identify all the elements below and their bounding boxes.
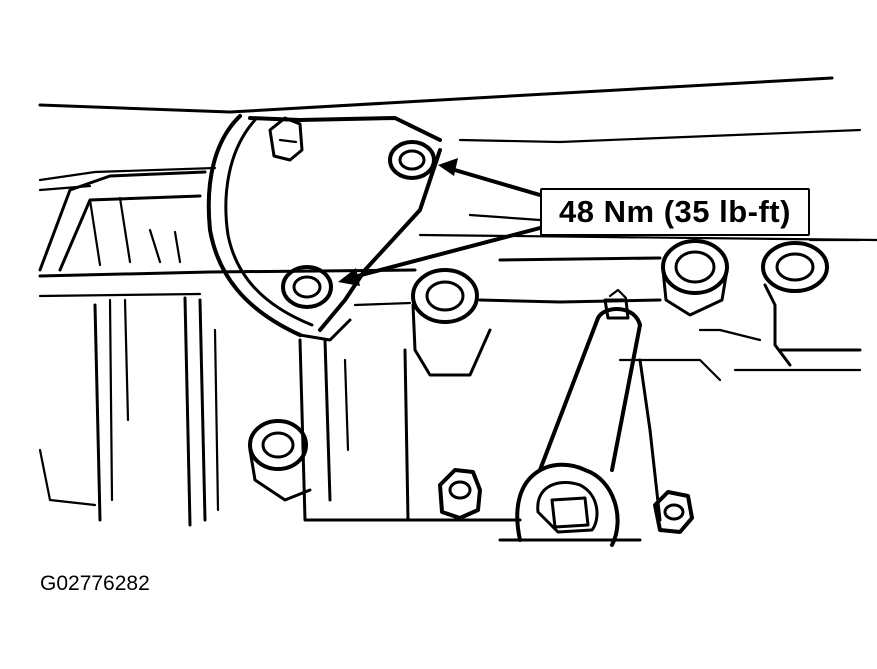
small-hex-bolt: [268, 116, 304, 162]
right-boss-1: [661, 239, 729, 317]
center-boss: [411, 268, 492, 377]
torque-spec-label: 48 Nm (35 lb-ft): [559, 194, 791, 229]
figure-id: G02776282: [40, 572, 150, 595]
left-pocket: [38, 170, 212, 298]
torque-spec-callout: 48 Nm (35 lb-ft): [540, 188, 810, 236]
bracket-plate: [206, 114, 442, 342]
bracket-bolt-lower: [281, 265, 333, 309]
left-lower-boss: [248, 419, 312, 502]
shift-lever: [538, 288, 642, 472]
housing-horizontal-edges: [208, 213, 877, 307]
lower-hex-bolt-right: [653, 490, 694, 534]
lower-hex-bolt-left: [438, 468, 482, 520]
housing-body-lines: [38, 296, 862, 542]
lower-pivot-boss: [515, 462, 620, 547]
bracket-bolt-upper: [388, 140, 436, 180]
housing-top-edge: [38, 76, 862, 192]
right-boss-2: [761, 241, 829, 367]
